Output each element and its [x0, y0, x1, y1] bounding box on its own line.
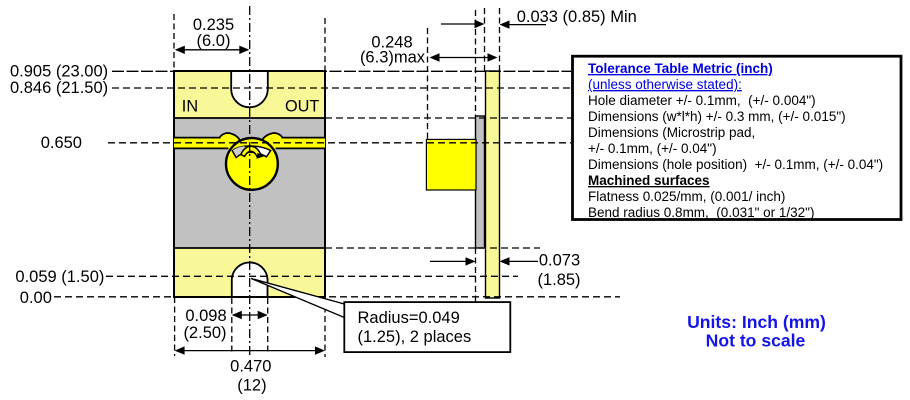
svg-text:0.248: 0.248 — [371, 34, 412, 52]
svg-text:Hole diameter +/- 0.1mm, (+/-: Hole diameter +/- 0.1mm, (+/- 0.004") — [588, 93, 816, 108]
svg-text:(unless otherwise stated):: (unless otherwise stated): — [588, 77, 742, 92]
svg-text:Not to scale: Not to scale — [706, 331, 806, 351]
svg-text:Dimensions (hole position) +/: Dimensions (hole position) +/- 0.1mm, (+… — [588, 157, 883, 172]
svg-text:0.073: 0.073 — [539, 251, 580, 269]
svg-text:0.846 (21.50): 0.846 (21.50) — [10, 79, 108, 97]
svg-text:Units: Inch (mm): Units: Inch (mm) — [687, 312, 826, 332]
svg-text:0.00: 0.00 — [20, 289, 52, 307]
svg-text:Dimensions (Microstrip pad,: Dimensions (Microstrip pad, — [588, 125, 755, 140]
svg-text:(1.25), 2 places: (1.25), 2 places — [358, 328, 472, 346]
svg-text:IN: IN — [182, 98, 198, 116]
svg-text:(6.3)max: (6.3)max — [360, 49, 426, 67]
svg-text:Radius=0.049: Radius=0.049 — [358, 309, 460, 327]
svg-text:0.098: 0.098 — [185, 307, 226, 325]
svg-text:Machined surfaces: Machined surfaces — [588, 173, 710, 188]
svg-text:0.059 (1.50): 0.059 (1.50) — [15, 268, 104, 286]
svg-text:0.650: 0.650 — [41, 134, 82, 152]
svg-text:0.905 (23.00): 0.905 (23.00) — [10, 62, 108, 80]
svg-text:0.470: 0.470 — [230, 358, 271, 376]
svg-text:0.033 (0.85) Min: 0.033 (0.85) Min — [517, 8, 637, 26]
svg-text:OUT: OUT — [285, 98, 319, 116]
svg-text:0.235: 0.235 — [193, 16, 234, 34]
svg-text:(6.0): (6.0) — [197, 32, 231, 50]
svg-text:(12): (12) — [237, 376, 266, 394]
svg-text:Bend radius 0.8mm, (0.031" or: Bend radius 0.8mm, (0.031" or 1/32") — [588, 205, 814, 220]
svg-text:(2.50): (2.50) — [183, 324, 226, 342]
svg-text:Flatness 0.025/mm, (0.001/ inc: Flatness 0.025/mm, (0.001/ inch) — [588, 189, 785, 204]
svg-text:Dimensions (w*l*h) +/- 0.3 mm,: Dimensions (w*l*h) +/- 0.3 mm, (+/- 0.01… — [588, 109, 846, 124]
svg-text:(1.85): (1.85) — [537, 271, 580, 289]
svg-text:Tolerance Table Metric (inch): Tolerance Table Metric (inch) — [588, 61, 773, 76]
svg-text:+/- 0.1mm, (+/- 0.04"): +/- 0.1mm, (+/- 0.04") — [588, 141, 717, 156]
